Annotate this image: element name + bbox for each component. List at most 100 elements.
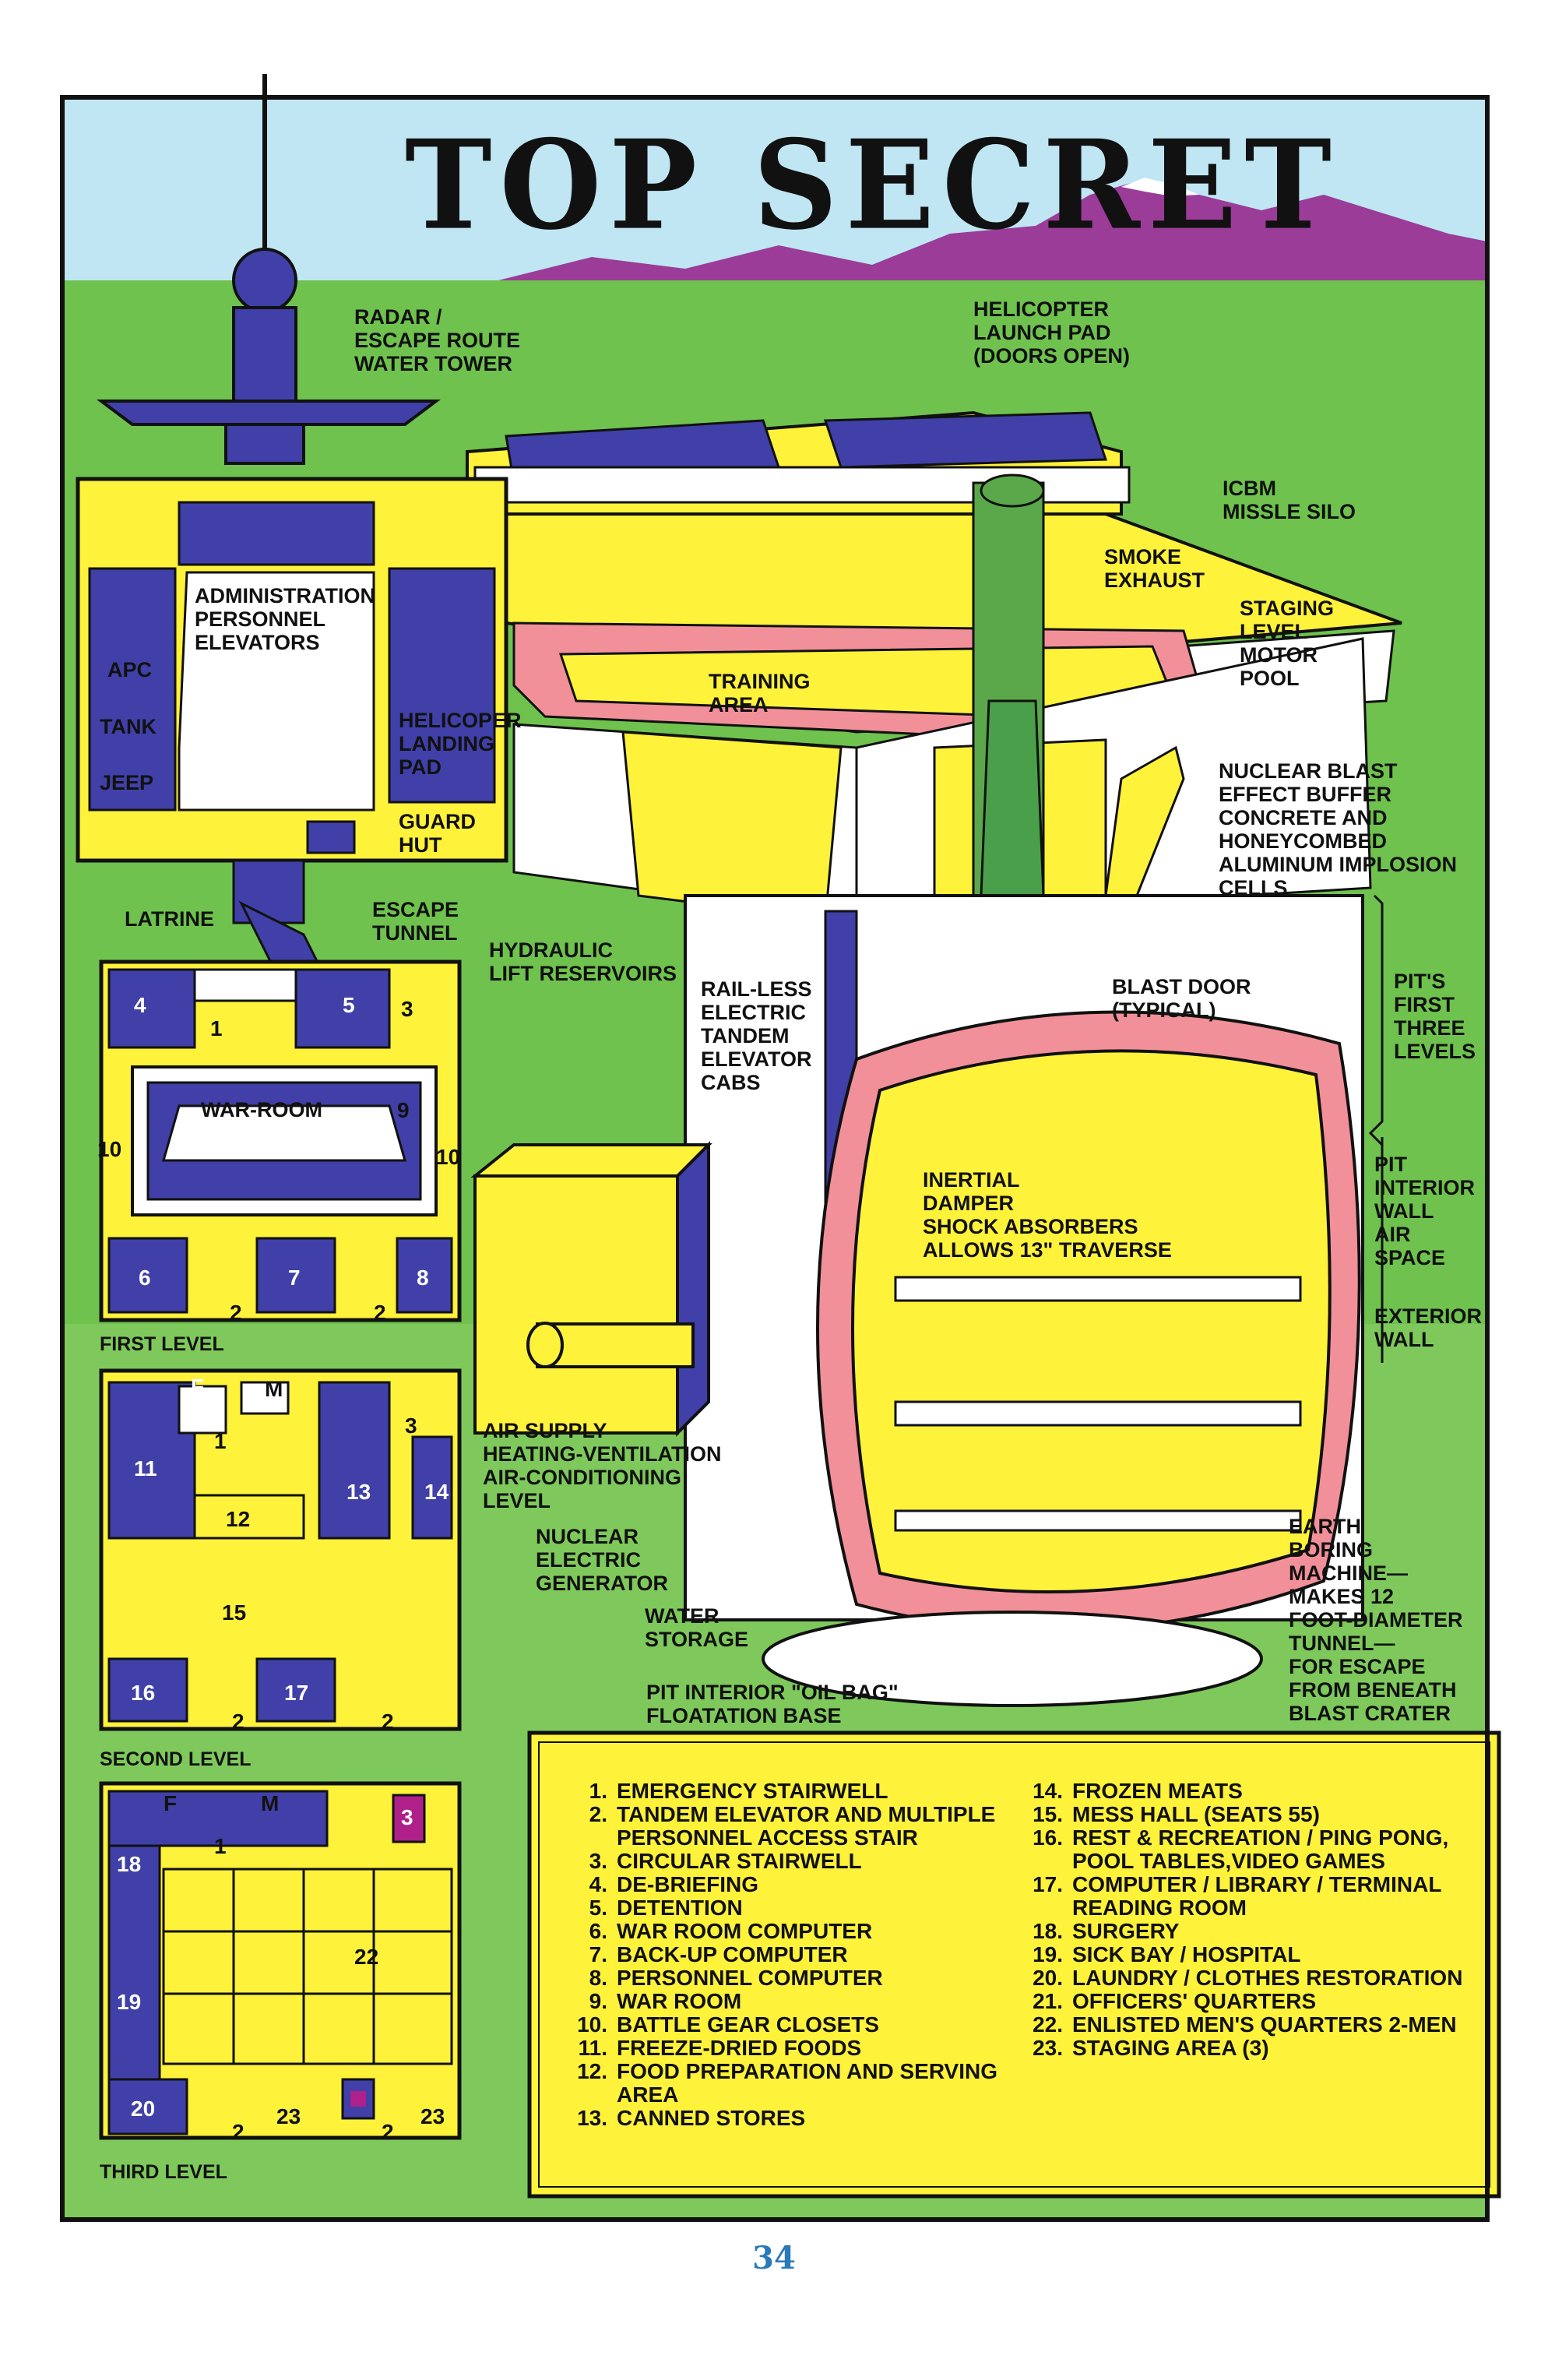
legend-item: 19. SICK BAY / HOSPITAL (1028, 1943, 1472, 1966)
plan-mark: 10 (436, 1145, 461, 1169)
label-blast-door: BLAST DOOR(TYPICAL) (1112, 975, 1251, 1022)
legend-item-text: PERSONNEL COMPUTER (617, 1966, 883, 1990)
legend-item: 2. TANDEM ELEVATOR AND MULTIPLE PERSONNEL… (572, 1803, 1008, 1850)
page-number: 34 (752, 2240, 796, 2276)
plan-mark: 22 (354, 1945, 379, 1969)
legend-item: 20. LAUNDRY / CLOTHES RESTORATION (1028, 1966, 1472, 1990)
legend-item-text: CIRCULAR STAIRWELL (617, 1849, 862, 1873)
legend-item-number: 8. (589, 1966, 607, 1990)
legend-item-number: 7. (589, 1942, 607, 1966)
legend-item: 1.EMERGENCY STAIRWELL (572, 1780, 1008, 1803)
first-level-plan (99, 959, 462, 1322)
levels-bracket (1368, 894, 1384, 1363)
legend-item-text: OFFICERS' QUARTERS (1072, 1989, 1317, 2013)
plan-mark: 18 (117, 1852, 142, 1876)
plan-mark: 5 (343, 993, 355, 1017)
plan-mark: 1 (214, 1834, 227, 1858)
air-supply (470, 1141, 712, 1437)
legend-item-number: 23. (1033, 2036, 1063, 2060)
legend-item-number: 19. (1033, 1942, 1063, 1966)
legend-item-text: ENLISTED MEN'S QUARTERS 2-MEN (1072, 2012, 1457, 2037)
legend-item: 9.WAR ROOM (572, 1990, 1008, 2013)
mountain-snow (1121, 178, 1199, 196)
plan-mark: 19 (117, 1990, 142, 2014)
plan-mark: 3 (401, 1805, 413, 1829)
legend-item-number: 3. (589, 1849, 607, 1873)
legend-item-text: CANNED STORES (617, 2106, 806, 2130)
legend-item-number: 21. (1033, 1989, 1063, 2013)
plan-mark: 2 (382, 1709, 394, 1734)
mountains (498, 179, 1487, 284)
label-jeep: JEEP (100, 771, 154, 794)
label-apc: APC (107, 658, 153, 681)
plan-mark: 14 (424, 1480, 449, 1504)
legend-item: 16.REST & RECREATION / PING PONG, POOL T… (1028, 1826, 1472, 1873)
plan-mark: M (261, 1791, 280, 1815)
plan-mark: 3 (405, 1414, 417, 1438)
legend-item-number: 2. (589, 1802, 607, 1826)
plan-mark: 2 (230, 1301, 242, 1325)
legend-item-number: 22. (1033, 2012, 1063, 2037)
legend-item: 12.FOOD PREPARATION AND SERVING AREA (572, 2060, 1008, 2107)
legend-item-text: FREEZE-DRIED FOODS (617, 2036, 862, 2060)
plan-mark: 2 (232, 1709, 245, 1734)
plan-mark: 23 (420, 2104, 445, 2128)
legend-item: 4.DE-BRIEFING (572, 1873, 1008, 1896)
legend-item-number: 13. (577, 2106, 607, 2130)
legend-item: 23.STAGING AREA (3) (1028, 2037, 1472, 2060)
legend-item-number: 20. (1033, 1966, 1063, 1990)
legend-item: 22. ENLISTED MEN'S QUARTERS 2-MEN (1028, 2013, 1472, 2037)
legend-item-text: SICK BAY / HOSPITAL (1072, 1942, 1301, 1966)
label-oil-bag: PIT INTERIOR "OIL BAG"FLOATATION BASE (646, 1681, 899, 1727)
legend-item-number: 11. (578, 2036, 607, 2060)
label-latrine: LATRINE (125, 907, 214, 931)
plan-mark: 13 (347, 1480, 371, 1504)
legend-item-text: WAR ROOM (617, 1989, 742, 2013)
admin-plan (76, 477, 508, 983)
legend-item: 6.WAR ROOM COMPUTER (572, 1920, 1008, 1943)
plan-mark: 3 (401, 997, 413, 1021)
legend-item: 13. CANNED STORES (572, 2107, 1008, 2130)
legend-item: 5. DETENTION (572, 1896, 1008, 1920)
legend-item: 17.COMPUTER / LIBRARY / TERMINAL READING… (1028, 1873, 1472, 1920)
legend-item-number: 15. (1033, 1802, 1063, 1826)
legend-item-text: DETENTION (617, 1896, 743, 1920)
legend-item: 21. OFFICERS' QUARTERS (1028, 1990, 1472, 2013)
legend-item-text: SURGERY (1072, 1919, 1180, 1943)
legend-item-text: WAR ROOM COMPUTER (617, 1919, 873, 1943)
legend-item-number: 14. (1033, 1779, 1063, 1803)
label-first-level: FIRST LEVEL (100, 1333, 224, 1355)
plan-mark: 15 (222, 1600, 247, 1625)
legend-item-text: LAUNDRY / CLOTHES RESTORATION (1072, 1966, 1463, 1990)
plan-mark: 9 (397, 1098, 410, 1122)
legend-item-text: FOOD PREPARATION AND SERVING AREA (617, 2059, 998, 2107)
plan-mark: F (199, 970, 213, 994)
plan-mark: 2 (382, 2120, 394, 2144)
legend-item-number: 1. (589, 1779, 607, 1803)
legend-item: 18. SURGERY (1028, 1920, 1472, 1943)
second-level-plan (99, 1368, 462, 1731)
legend-item-number: 18. (1033, 1919, 1063, 1943)
legend-item: 3. CIRCULAR STAIRWELL (572, 1850, 1008, 1873)
plan-mark: 1 (210, 1016, 223, 1040)
legend-item-text: TANDEM ELEVATOR AND MULTIPLE PERSONNEL A… (617, 1802, 996, 1850)
legend-item-text: REST & RECREATION / PING PONG, POOL TABL… (1072, 1825, 1449, 1873)
legend-item-text: BACK-UP COMPUTER (617, 1942, 848, 1966)
legend-item-number: 5. (589, 1896, 607, 1920)
plan-mark: 17 (284, 1681, 309, 1705)
